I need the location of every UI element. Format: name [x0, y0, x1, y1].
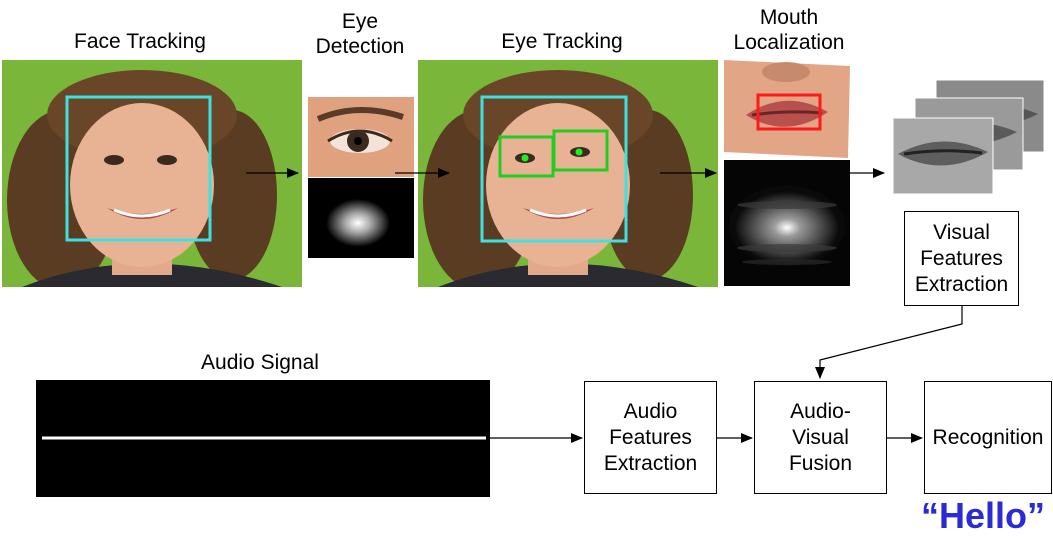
- recognition-box: Recognition: [924, 381, 1052, 494]
- face-tracking-label: Face Tracking: [74, 30, 206, 53]
- mouth-box: [756, 93, 822, 131]
- eye-detection-response-map: [308, 178, 414, 258]
- eye-crop-photo: [308, 97, 414, 177]
- mouth-feature-map: [724, 160, 850, 286]
- recognition-result: “Hello”: [920, 495, 1045, 536]
- mouth-feature-heatmap: [724, 160, 850, 286]
- face-tracking-box: [65, 95, 212, 242]
- audio-visual-fusion-box: Audio- Visual Fusion: [754, 381, 887, 494]
- visual-features-line3: Extraction: [914, 272, 1009, 296]
- fusion-line3: Fusion: [788, 451, 853, 475]
- left-eye-center-dot: [521, 154, 529, 162]
- right-eye-center-dot: [575, 148, 583, 156]
- audio-signal-label: Audio Signal: [201, 351, 319, 374]
- mouth-crop-photo: [724, 60, 850, 158]
- lip-frames: [892, 79, 1045, 195]
- eye-tracking-face-box: [480, 95, 628, 243]
- audio-waveform-plot: [41, 402, 486, 474]
- eye-tracking-label: Eye Tracking: [501, 30, 623, 53]
- recognition-label: Recognition: [932, 425, 1044, 449]
- eye-detection-label: Eye Detection: [300, 9, 420, 59]
- face-tracking-photo: [2, 60, 302, 287]
- fusion-line2: Visual: [792, 425, 849, 449]
- mouth-localization-label-line1: Mouth: [759, 6, 819, 29]
- arrow-visual-features-to-fusion: [815, 306, 963, 379]
- audio-features-line3: Extraction: [603, 451, 698, 475]
- audio-waveform: [36, 380, 490, 497]
- audio-features-extraction-box: Audio Features Extraction: [584, 381, 717, 494]
- eye-tracking-photo: [418, 60, 718, 287]
- lip-frame-1: [892, 117, 994, 195]
- right-eye-box: [552, 129, 609, 172]
- fusion-line1: Audio-: [790, 399, 851, 423]
- lip-frame-stack: [890, 76, 1050, 198]
- mouth-localization-label: Mouth Localization: [714, 5, 864, 55]
- visual-features-extraction-box: Visual Features Extraction: [904, 211, 1019, 306]
- mouth-localization-label-line2: Localization: [733, 31, 845, 54]
- eye-detection-label-line2: Detection: [315, 35, 405, 58]
- visual-features-line2: Features: [920, 246, 1003, 270]
- eye-detection-label-line1: Eye: [341, 10, 379, 33]
- audio-features-line1: Audio: [623, 399, 678, 423]
- eye-tracking-image: [418, 60, 718, 287]
- eye-detection-crop: [308, 97, 414, 177]
- face-tracking-image: [2, 60, 302, 287]
- visual-features-line1: Visual: [933, 220, 990, 244]
- eye-response-heatmap: [308, 178, 414, 258]
- audio-features-line2: Features: [609, 425, 692, 449]
- mouth-localization-crop: [724, 60, 850, 158]
